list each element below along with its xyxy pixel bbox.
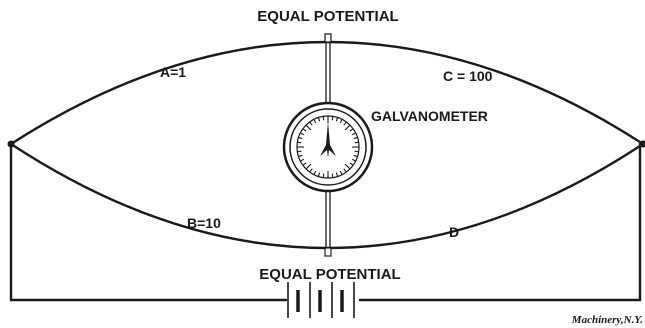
dial-tick	[335, 117, 339, 122]
dial-tick	[335, 172, 339, 177]
dial-ticks	[297, 116, 359, 178]
dial-tick	[349, 162, 354, 166]
battery-icon	[287, 282, 355, 318]
dial-tick	[351, 158, 356, 162]
dial-tick	[331, 116, 334, 121]
dial-tick	[344, 163, 351, 170]
dial-tick	[305, 124, 312, 131]
galvanometer-needle	[320, 122, 336, 158]
dial-tick	[302, 128, 307, 132]
credit-label: Machinery,N.Y.	[571, 314, 643, 326]
dial-tick	[354, 141, 359, 144]
dial-tick	[353, 154, 358, 158]
bottom-potential-label: EQUAL POTENTIAL	[259, 266, 400, 283]
dial-tick	[339, 119, 343, 124]
battery-circuit-wire	[9, 142, 642, 302]
galvanometer-label: GALVANOMETER	[371, 108, 488, 124]
resistor-b-label: B=10	[187, 215, 221, 231]
dial-tick	[297, 150, 302, 153]
resistor-c-label: C = 100	[443, 68, 493, 84]
dial-tick	[353, 136, 358, 140]
top-potential-label: EQUAL POTENTIAL	[257, 8, 398, 25]
dial-tick	[297, 141, 302, 144]
dial-tick	[298, 154, 303, 158]
dial-tick	[343, 121, 347, 126]
dial-tick	[339, 170, 343, 175]
dial-tick	[343, 168, 347, 173]
resistor-a-label: A=1	[160, 64, 186, 80]
galvanometer-icon	[282, 101, 374, 193]
dial-tick	[300, 132, 305, 136]
dial-tick	[322, 116, 325, 121]
dial-tick	[309, 168, 313, 173]
dial-tick	[331, 173, 334, 178]
dial-tick	[344, 124, 351, 131]
dial-tick	[300, 158, 305, 162]
dial-tick	[305, 163, 312, 170]
dial-tick	[313, 119, 317, 124]
galvanometer-lower-lead	[324, 190, 332, 257]
galvanometer-upper-lead	[324, 33, 332, 104]
dial-tick	[322, 173, 325, 178]
dial-tick	[317, 117, 321, 122]
dial-tick	[354, 150, 359, 153]
dial-tick	[351, 132, 356, 136]
resistor-d-label: D	[449, 224, 459, 240]
dial-tick	[298, 136, 303, 140]
dial-tick	[313, 170, 317, 175]
dial-tick	[349, 128, 354, 132]
dial-tick	[309, 121, 313, 126]
dial-tick	[302, 162, 307, 166]
dial-tick	[317, 172, 321, 177]
